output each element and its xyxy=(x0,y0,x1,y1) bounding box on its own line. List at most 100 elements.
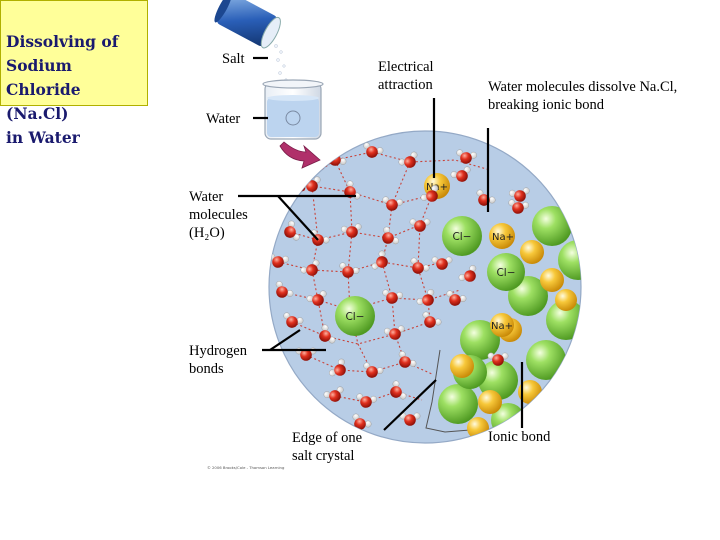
oxygen-atom xyxy=(276,286,288,298)
sodium-ion xyxy=(555,289,577,311)
sodium-ion xyxy=(490,313,514,337)
oxygen-atom xyxy=(449,294,461,306)
oxygen-atom xyxy=(329,390,341,402)
oxygen-atom xyxy=(284,226,296,238)
oxygen-atom xyxy=(306,180,318,192)
oxygen-atom xyxy=(404,414,416,426)
water-molecule xyxy=(356,393,377,408)
water-molecule xyxy=(382,289,403,304)
water-label: Water xyxy=(206,111,241,127)
oxygen-atom xyxy=(404,156,416,168)
oxygen-atom xyxy=(512,202,524,214)
water-molecule xyxy=(371,250,388,270)
oxygen-atom xyxy=(464,270,476,282)
oxygen-atom xyxy=(386,292,398,304)
oxygen-atom xyxy=(376,256,388,268)
water-molecule xyxy=(509,187,530,202)
water-dissolve-label: Water molecules dissolve Na.Cl, breaking… xyxy=(488,79,678,113)
chloride-ion xyxy=(438,384,478,424)
chloride-ion xyxy=(532,206,572,246)
water-molecule xyxy=(300,259,320,276)
water-molecule xyxy=(341,223,362,238)
water-molecule xyxy=(363,362,384,378)
oxygen-atom xyxy=(412,262,424,274)
sodium-ion xyxy=(489,223,515,249)
water-molecule xyxy=(306,290,327,306)
chloride-ion-label: Cl− xyxy=(345,311,364,323)
sodium-ion xyxy=(450,354,474,378)
oxygen-atom xyxy=(306,264,318,276)
chloride-ion xyxy=(478,360,518,400)
crystal-edge xyxy=(425,349,471,433)
chloride-ion xyxy=(442,216,482,256)
water-molecule xyxy=(409,218,431,232)
salt-shaker-icon xyxy=(214,0,281,49)
oxygen-atom xyxy=(460,152,472,164)
water-molecule xyxy=(410,257,430,274)
oxygen-atom xyxy=(342,266,354,278)
oxygen-atom xyxy=(334,364,346,376)
water-molecule xyxy=(398,351,417,368)
water-molecule xyxy=(363,142,384,158)
chloride-ion xyxy=(460,320,500,360)
water-molecule xyxy=(382,196,403,211)
oxygen-atom xyxy=(456,170,468,182)
oxygen-atom xyxy=(382,232,394,244)
water-molecule xyxy=(458,265,477,282)
ionic-bond-label: Ionic bond xyxy=(488,429,551,445)
oxygen-atom xyxy=(414,220,426,232)
oxygen-atom xyxy=(346,226,358,238)
oxygen-atom xyxy=(354,418,366,430)
salt-crystal xyxy=(438,206,581,439)
oxygen-atom xyxy=(514,190,526,202)
water-molecule xyxy=(390,380,407,400)
hydrogen-atom xyxy=(328,149,336,156)
oxygen-atom xyxy=(366,366,378,378)
water-molecule xyxy=(275,281,294,298)
oxygen-atom xyxy=(300,349,312,361)
oxygen-atom xyxy=(312,294,324,306)
crystal-edge-label: Edge of one salt crystal xyxy=(292,430,363,464)
sodium-ion-label: Na+ xyxy=(491,321,513,332)
sodium-ion-label: Na+ xyxy=(492,232,514,243)
water-molecule xyxy=(456,149,477,164)
water-molecule xyxy=(283,312,304,328)
oxygen-atom xyxy=(436,258,448,270)
hydrogen-atom xyxy=(289,178,297,186)
oxygen-atom xyxy=(272,256,284,268)
oxygen-atom xyxy=(390,386,402,398)
water-molecule xyxy=(446,290,467,306)
water-molecule xyxy=(450,166,471,182)
oxygen-atom xyxy=(399,356,411,368)
oxygen-atom xyxy=(422,294,434,306)
water-molecules-label: Water molecules (H₂O) xyxy=(189,189,248,241)
sodium-ion xyxy=(478,390,502,414)
water-molecule xyxy=(382,226,399,245)
water-molecule xyxy=(508,199,529,214)
chloride-ion-label: Cl− xyxy=(452,231,471,243)
copyright-credit: © 2006 Brooks/Cole - Thomson Learning xyxy=(207,465,285,470)
water-molecule xyxy=(284,220,300,241)
oxygen-atom xyxy=(426,190,438,202)
water-molecule xyxy=(384,325,405,340)
title-box: Dissolving of Sodium Chloride (Na.Cl) in… xyxy=(0,0,148,147)
water-molecule xyxy=(416,289,435,306)
oxygen-atom xyxy=(294,180,306,192)
water-molecule xyxy=(329,358,346,377)
water-molecule xyxy=(319,324,336,344)
oxygen-atom xyxy=(319,330,331,342)
electrical-attraction-label: Electrical attraction xyxy=(378,59,434,93)
falling-salt-icon xyxy=(274,44,288,82)
oxygen-atom xyxy=(360,396,372,408)
sodium-ion xyxy=(520,240,544,264)
water-molecule xyxy=(323,386,344,402)
sodium-ion xyxy=(540,268,564,292)
oxygen-atom xyxy=(424,316,436,328)
leader-lines xyxy=(238,56,524,431)
chloride-ion xyxy=(526,340,566,380)
water-molecule xyxy=(339,262,360,278)
sodium-ion xyxy=(467,417,489,439)
chloride-ion xyxy=(558,240,581,280)
water-molecule xyxy=(352,413,372,430)
